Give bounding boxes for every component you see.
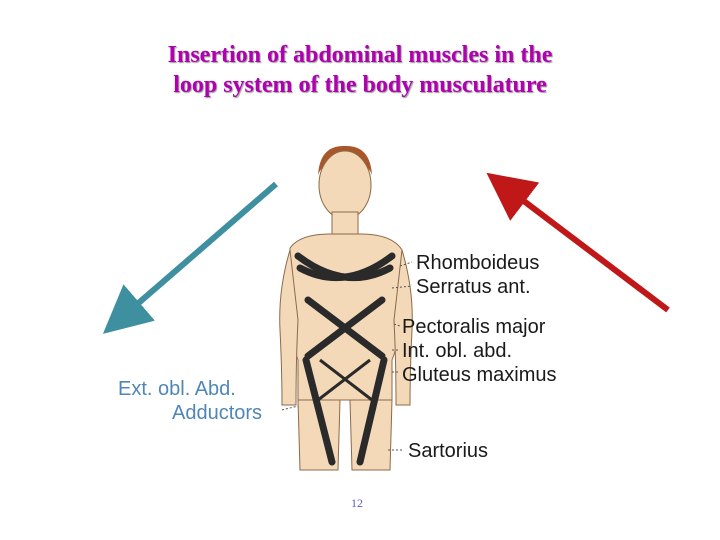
page-number: 12 — [351, 496, 363, 510]
label-pectoralis: Pectoralis major — [402, 316, 546, 338]
label-sartorius: Sartorius — [408, 440, 489, 462]
arrow-left-teal — [102, 181, 278, 334]
label-int-obl: Int. obl. abd. — [402, 340, 513, 362]
label-serratus: Serratus ant. — [416, 276, 531, 298]
label-adductors: Adductors — [172, 402, 263, 424]
left-arm — [279, 249, 299, 406]
right-arm — [393, 249, 413, 406]
muscle-bands — [294, 252, 396, 466]
head — [318, 150, 372, 220]
title-line-2: loop system of the body musculature — [173, 72, 547, 98]
human-figure — [279, 145, 413, 471]
label-ext-obl: Ext. obl. Abd. — [118, 378, 236, 400]
label-rhomboideus: Rhomboideus — [416, 252, 540, 274]
label-gluteus: Gluteus maximus — [402, 364, 557, 386]
slide-title: Insertion of abdominal muscles in the lo… — [0, 40, 720, 100]
arrow-right-red — [486, 172, 670, 313]
title-line-1: Insertion of abdominal muscles in the — [167, 42, 553, 68]
